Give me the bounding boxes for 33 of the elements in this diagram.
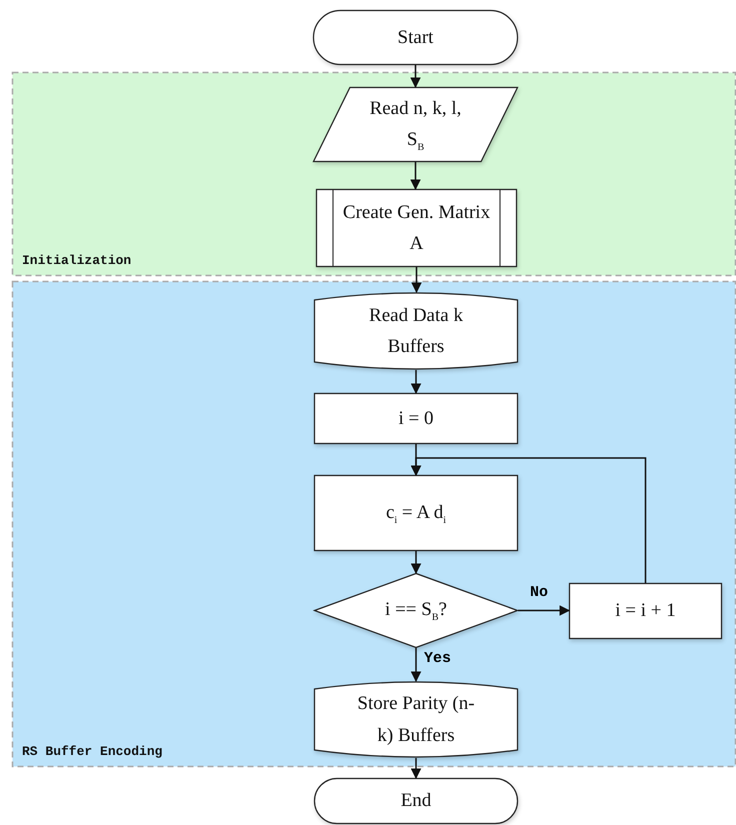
decision-diamond xyxy=(312,572,520,648)
arrow xyxy=(410,65,421,88)
process-box xyxy=(568,582,722,640)
subprocess-box xyxy=(316,188,518,268)
arrow xyxy=(410,370,422,394)
arrow xyxy=(410,551,422,574)
arrow xyxy=(410,162,421,190)
terminal-shape xyxy=(314,778,518,824)
arrow xyxy=(518,605,570,616)
arrow xyxy=(410,758,422,780)
node-text: Read Data k Buffers xyxy=(368,304,464,359)
storage-shape xyxy=(314,292,518,370)
edge-label: No xyxy=(529,584,550,601)
node-text: Start xyxy=(398,26,434,50)
node-text: c$_{i}$ = A d$_{i}$ xyxy=(386,500,446,528)
storage-shape xyxy=(314,681,518,758)
node-text: i = i + 1 xyxy=(615,599,676,624)
node-text: i = 0 xyxy=(398,406,434,431)
terminal-shape xyxy=(312,10,518,66)
process-box xyxy=(314,392,518,444)
arrow xyxy=(411,267,422,294)
group-label: RS Buffer Encoding xyxy=(22,744,162,759)
node-text: End xyxy=(400,789,432,814)
node-text: Read n, k, l, S$_{B}$ xyxy=(368,96,462,155)
process-box xyxy=(314,474,518,552)
node-text: Store Parity (n-k) Buffers xyxy=(357,692,475,748)
group-label: Initialization xyxy=(22,253,132,268)
input-parallelogram xyxy=(312,86,518,162)
arrow xyxy=(410,457,646,583)
node-text: Create Gen. Matrix A xyxy=(342,200,492,256)
node-text: i == S$_{B}$? xyxy=(385,598,447,626)
edge-label: Yes xyxy=(423,650,452,667)
arrow xyxy=(410,648,422,682)
